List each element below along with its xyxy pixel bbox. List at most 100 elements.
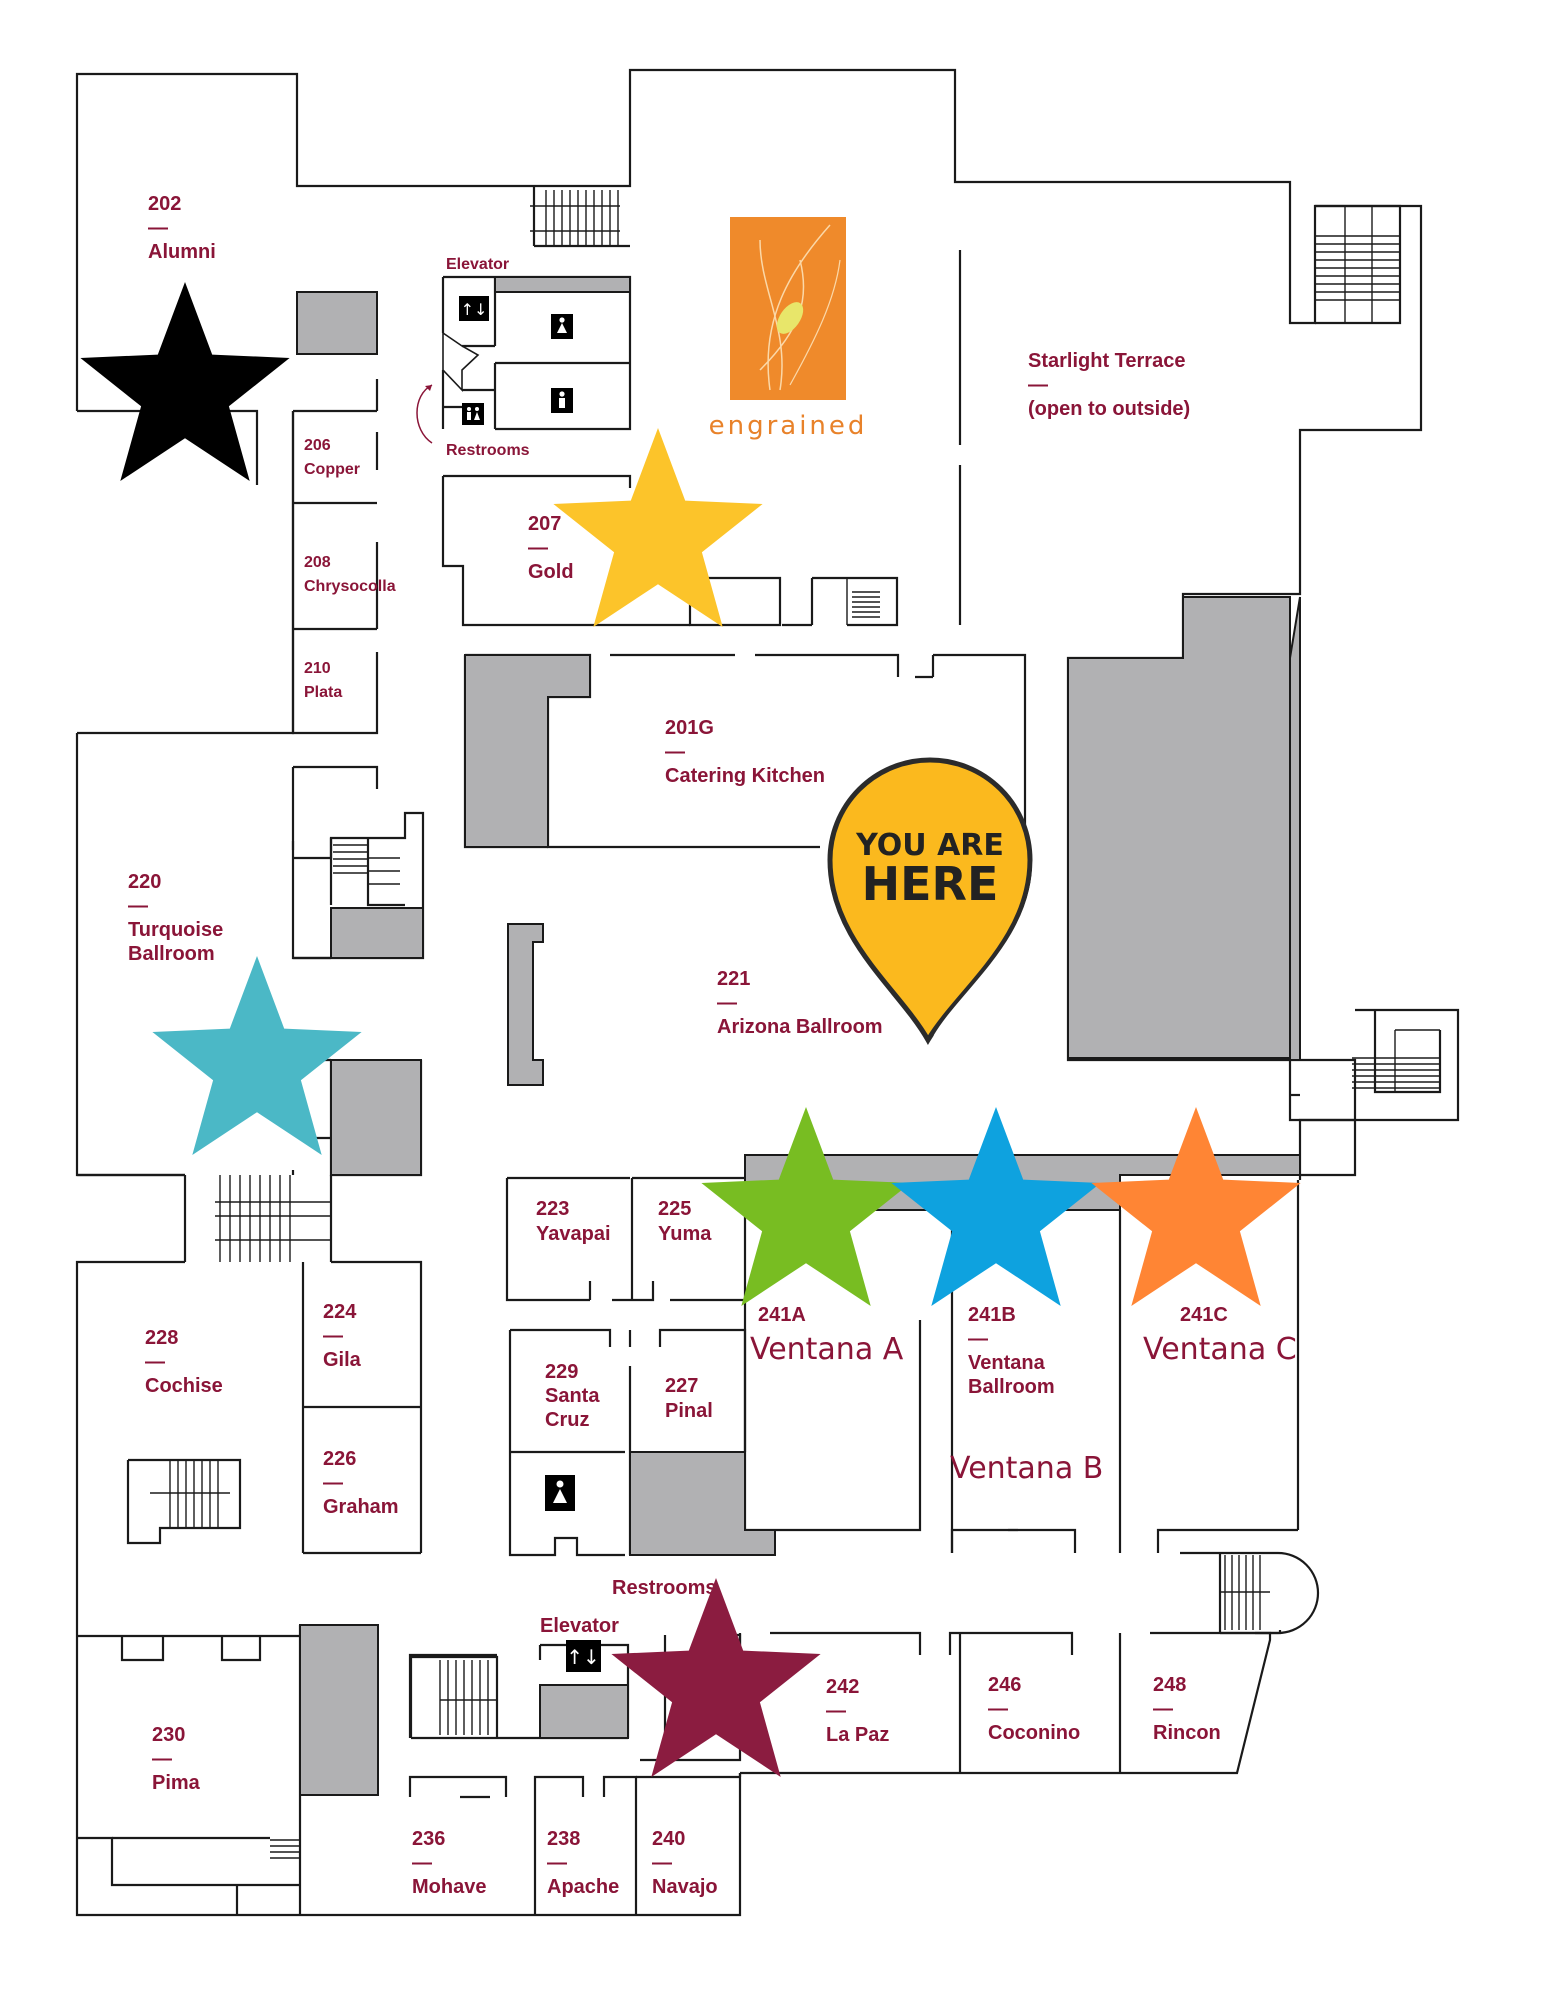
stairs-gold [846,578,880,625]
dash: — [128,895,148,917]
room-name-coconino: Coconino [988,1722,1080,1744]
maroon-star-icon[interactable] [611,1578,821,1777]
room-number-225: 225 [658,1198,691,1220]
restrooms-label-bottom: Restrooms [612,1577,716,1599]
room-name-pinal: Pinal [665,1400,713,1422]
dash: — [323,1472,343,1494]
room-number-223: 223 [536,1198,569,1220]
restroom-arrowhead-icon [425,385,432,391]
starlight-terrace-label: Starlight Terrace [1028,350,1185,372]
room-number-201g: 201G [665,717,714,739]
room-name-santa: Santa [545,1385,600,1407]
room-name-catering-kitchen: Catering Kitchen [665,765,825,787]
black-star-icon[interactable] [80,282,290,481]
teal-star-icon[interactable] [152,956,362,1155]
room-name-ballroom: Ballroom [128,943,215,965]
svg-text:↑↓: ↑↓ [461,300,488,319]
yellow-star-icon[interactable] [553,428,763,627]
room-name-ballroom: Ballroom [968,1376,1055,1398]
star-markers [80,282,1301,1777]
room-number-246: 246 [988,1674,1021,1696]
room-number-240: 240 [652,1828,685,1850]
elevator-icon: ↑↓ [459,296,489,321]
restroom-arrow-icon [416,384,433,444]
engrained-wordmark: engrained [709,411,868,441]
you-are-here-line2: HERE [862,857,999,911]
room-name-ventana-b: Ventana B [950,1451,1103,1486]
room-name-graham: Graham [323,1496,399,1518]
stairs-turquoise [333,838,405,907]
women-restroom-icon [551,314,573,339]
room-number-241a: 241A [758,1304,806,1326]
elevator-icon: ↑↓ [566,1640,601,1672]
room-name-plata: Plata [304,684,342,701]
dash: — [665,741,685,763]
room-name-mohave: Mohave [412,1876,486,1898]
room-name-rincon: Rincon [1153,1722,1221,1744]
room-number-229: 229 [545,1361,578,1383]
room-number-210: 210 [304,660,331,677]
room-name-alumni: Alumni [148,241,216,263]
dash: — [988,1698,1008,1720]
room-name-ventana: Ventana [968,1352,1046,1374]
room-number-242: 242 [826,1676,859,1698]
dash: — [148,217,168,239]
stairs-right [1352,1010,1442,1094]
stairs-round [1220,1555,1270,1630]
room-number-227: 227 [665,1375,698,1397]
restrooms-label-top: Restrooms [446,442,530,459]
dash: — [412,1852,432,1874]
room-name-navajo: Navajo [652,1876,718,1898]
dash: — [717,992,737,1014]
orange-star-icon[interactable] [1091,1107,1301,1306]
room-name-gold: Gold [528,561,574,583]
room-number-241c: 241C [1180,1304,1228,1326]
room-name-yavapai: Yavapai [536,1223,611,1245]
stairs-lobby [215,1175,330,1262]
dash: — [968,1328,988,1350]
elevator-label-top: Elevator [446,256,509,273]
room-name-apache: Apache [547,1876,619,1898]
starlight-terrace-note: (open to outside) [1028,398,1190,420]
stairs-pima [270,1839,300,1859]
room-number-241b: 241B [968,1304,1016,1326]
room-number-207: 207 [528,513,561,535]
stairs-mohave [408,1653,497,1738]
men-restroom-icon [551,388,573,413]
room-labels: 202 — Alumni 206 Copper 208 Chrysocolla … [128,193,1297,1898]
svg-text:↑↓: ↑↓ [566,1645,600,1669]
room-number-202: 202 [148,193,181,215]
dash: — [323,1325,343,1347]
stairs-starlight [1315,204,1402,325]
room-name-cruz: Cruz [545,1409,589,1431]
stairs-cochise [126,1458,242,1545]
room-number-224: 224 [323,1301,357,1323]
room-name-ventana-a: Ventana A [750,1332,904,1367]
women-restroom-icon [545,1475,575,1511]
you-are-here-marker[interactable]: YOU ARE HERE [827,757,1036,1045]
room-name-cochise: Cochise [145,1375,223,1397]
you-are-here-line1: YOU ARE [855,828,1004,863]
dash: — [528,537,548,559]
dash: — [1028,374,1048,396]
dash: — [152,1748,172,1770]
room-name-pima: Pima [152,1772,201,1794]
dash: — [826,1700,846,1722]
dash: — [652,1852,672,1874]
engrained-logo: engrained [709,217,868,441]
room-name-turquoise: Turquoise [128,919,223,941]
room-number-236: 236 [412,1828,445,1850]
room-name-gila: Gila [323,1349,362,1371]
room-number-208: 208 [304,554,331,571]
blue-star-icon[interactable] [891,1107,1101,1306]
room-name-ventana-c: Ventana C [1143,1332,1297,1367]
room-name-la-paz: La Paz [826,1724,889,1746]
room-name-arizona-ballroom: Arizona Ballroom [717,1016,883,1038]
green-star-icon[interactable] [701,1107,911,1306]
room-number-220: 220 [128,871,161,893]
unisex-restroom-icon [462,403,484,425]
dash: — [145,1351,165,1373]
elevator-label-bottom: Elevator [540,1615,619,1637]
room-name-copper: Copper [304,461,360,478]
